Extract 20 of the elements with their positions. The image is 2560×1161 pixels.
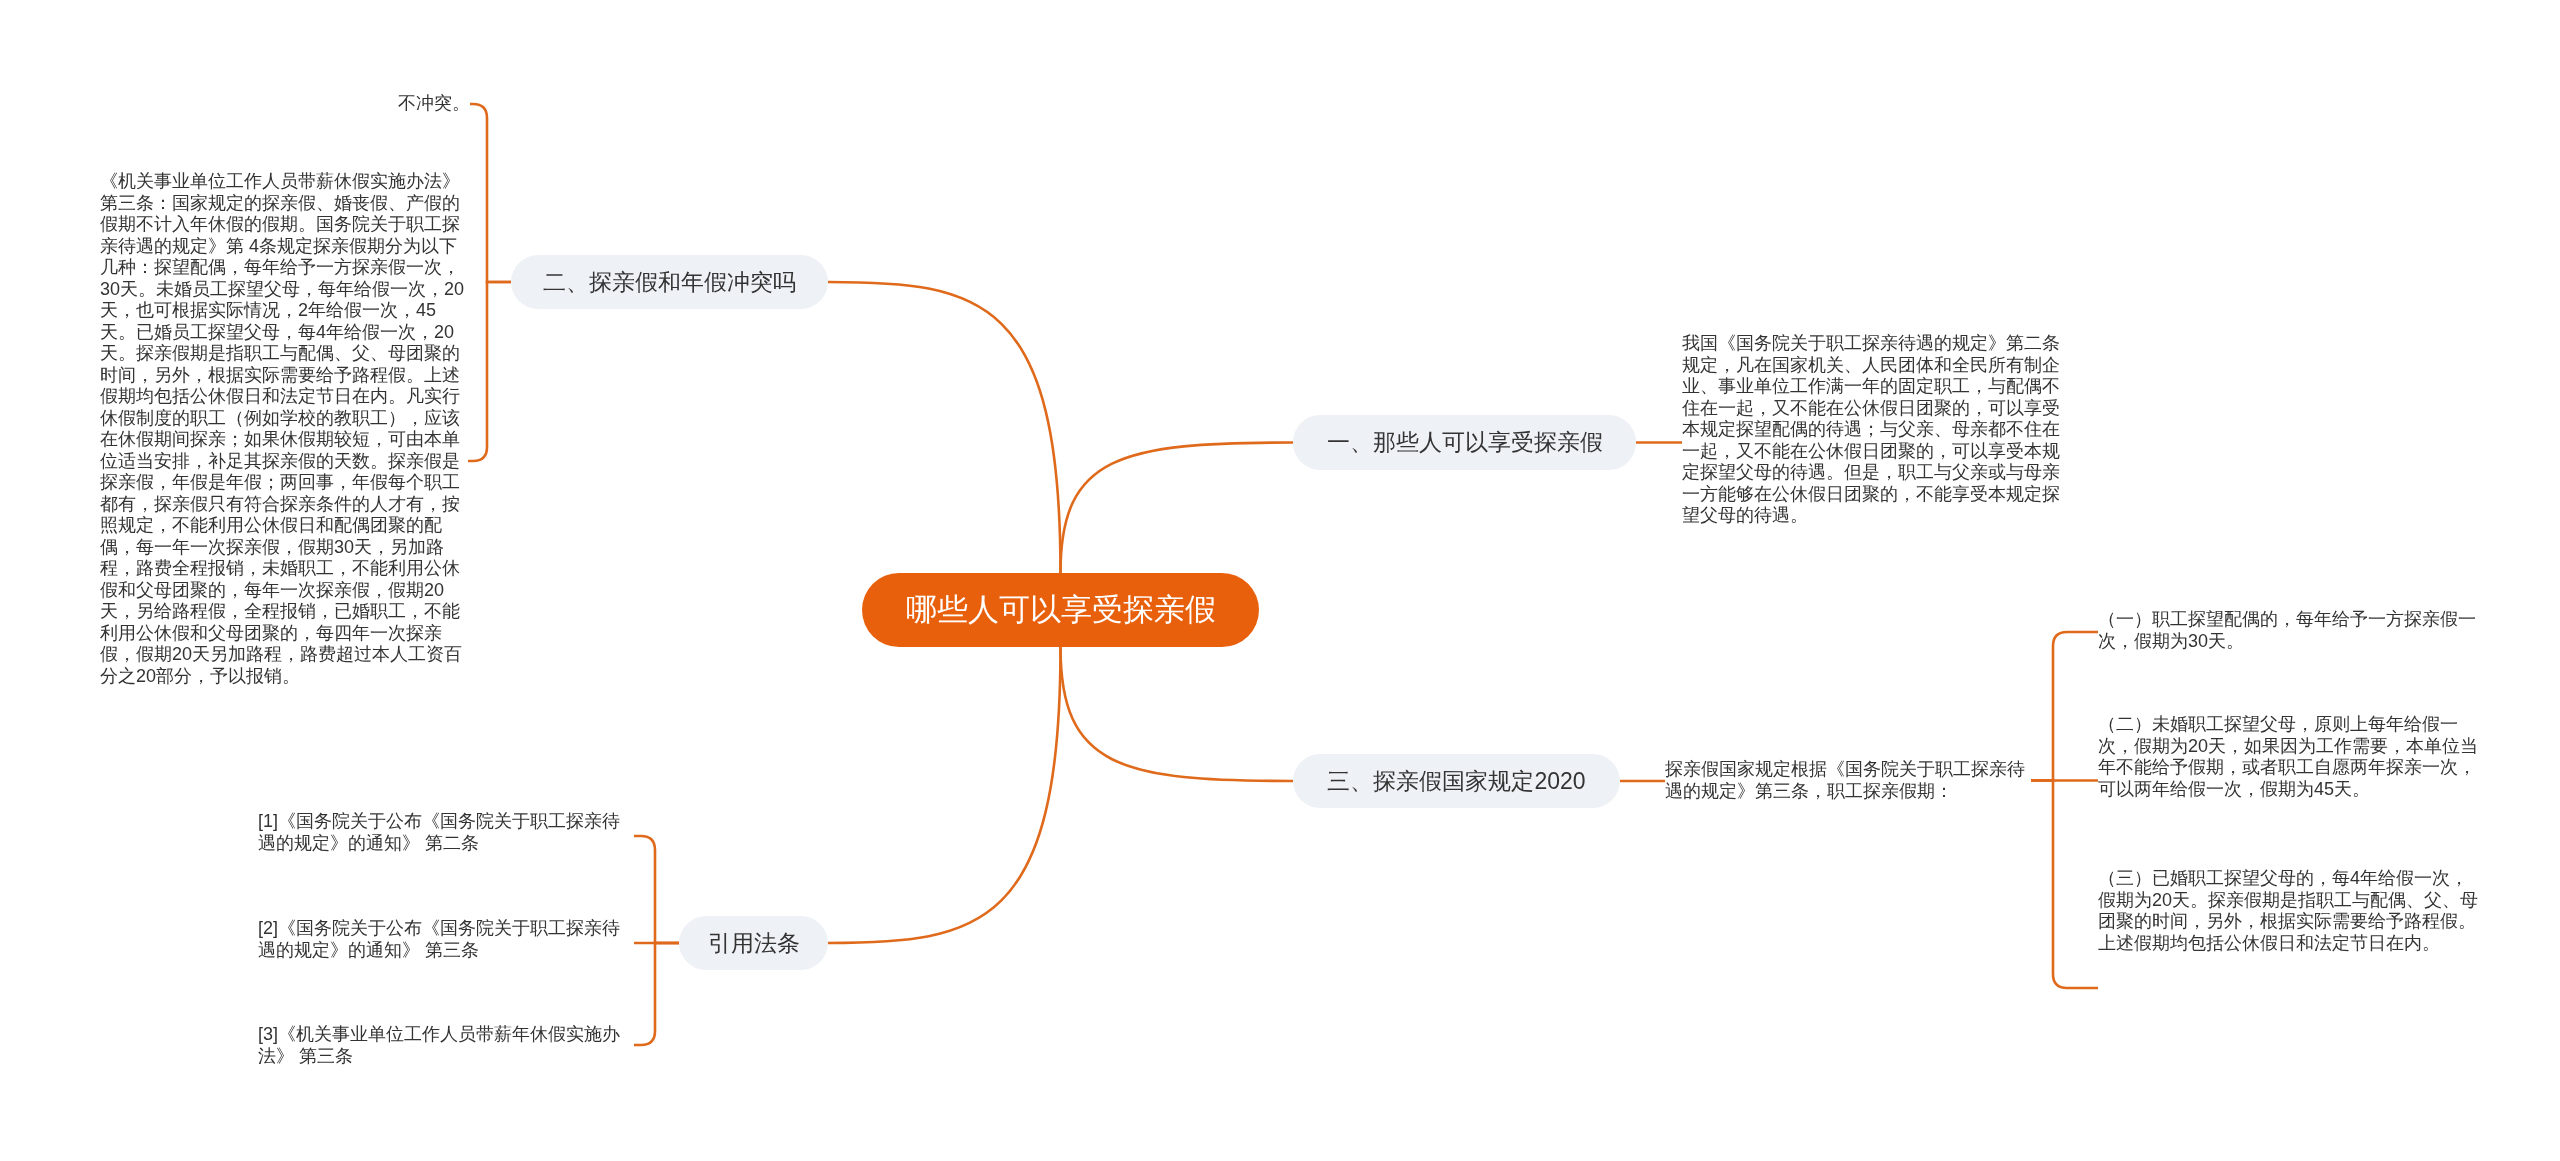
note-text: 探亲假国家规定根据《国务院关于职工探亲待遇的规定》第三条，职工探亲假期： bbox=[1665, 759, 2031, 802]
note-text: [1]《国务院关于公布《国务院关于职工探亲待遇的规定》的通知》 第二条 bbox=[258, 811, 634, 854]
central-topic: 哪些人可以享受探亲假 bbox=[862, 573, 1259, 647]
branch-topic: 二、探亲假和年假冲突吗 bbox=[511, 255, 828, 309]
note-text: （二）未婚职工探望父母，原则上每年给假一次，假期为20天，如果因为工作需要，本单位当年不能给予假期，或者职工自愿两年探亲一次，可以两年给假一次，假期为45天。 bbox=[2098, 714, 2480, 800]
note-text: 《机关事业单位工作人员带薪休假实施办法》第三条：国家规定的探亲假、婚丧假、产假的假期不计入年休假的假期。国务院关于职工探亲待遇的规定》第 4条规定探亲假期分为以下几种：探望配偶，每年给予一方探亲假一次，30天。未婚员工探望父母，每年给假一次，20天，也可根据实际情况，2年给假一次，45天。已婚员工探望父母，每4年给假一次，20天。探亲假期是指职工与配偶、父、母团聚的时间，另外，根据实际需要给予路程假。上述假期均包括公休假日和法定节日在内。凡实行休假制度的职工（例如学校的教职工），应该在休假期间探亲；如果休假期较短，可由本单位适当安排，补足其探亲假的天数。探亲假是探亲假，年假是年假；两回事，年假每个职工都有，探亲假只有符合探亲条件的人才有，按照规定，不能利用公休假日和配偶团聚的配偶，每一年一次探亲假，假期30天，另加路程，路费全程报销，未婚职工，不能利用公休假和父母团聚的，每年一次探亲假，假期20天，另给路程假，全程报销，已婚职工，不能利用公休假和父母团聚的，每四年一次探亲假，假期20天另加路程，路费超过本人工资百分之20部分，予以报销。 bbox=[100, 171, 468, 687]
note-text: [3]《机关事业单位工作人员带薪年休假实施办法》 第三条 bbox=[258, 1024, 634, 1067]
connector-line bbox=[828, 280, 1062, 574]
note-text: （三）已婚职工探望父母的，每4年给假一次，假期为20天。探亲假期是指职工与配偶、父、母团聚的时间，另外，根据实际需要给予路程假。上述假期均包括公休假日和法定节日在内。 bbox=[2098, 868, 2480, 954]
note-text: （一）职工探望配偶的，每年给予一方探亲假一次，假期为30天。 bbox=[2098, 609, 2480, 652]
note-text: 不冲突。 bbox=[380, 93, 470, 115]
branch-topic: 三、探亲假国家规定2020 bbox=[1293, 754, 1620, 808]
connector-line bbox=[2031, 779, 2098, 990]
connector-line bbox=[828, 646, 1062, 945]
branch-topic: 一、那些人可以享受探亲假 bbox=[1293, 415, 1636, 470]
note-text: [2]《国务院关于公布《国务院关于职工探亲待遇的规定》的通知》 第三条 bbox=[258, 918, 634, 961]
note-text: 我国《国务院关于职工探亲待遇的规定》第二条规定，凡在国家机关、人民团体和全民所有制企业、事业单位工作满一年的固定职工，与配偶不住在一起，又不能在公休假日团聚的，可以享受本规定探望配偶的待遇；与父亲、母亲都不住在一起，又不能在公休假日团聚的，可以享受本规定探望父母的待遇。但是，职工与父亲或与母亲一方能够在公休假日团聚的，不能享受本规定探望父母的待遇。 bbox=[1682, 333, 2064, 527]
connector-line bbox=[1636, 441, 1682, 444]
branch-topic: 引用法条 bbox=[679, 916, 828, 970]
connector-line bbox=[1620, 779, 1665, 783]
